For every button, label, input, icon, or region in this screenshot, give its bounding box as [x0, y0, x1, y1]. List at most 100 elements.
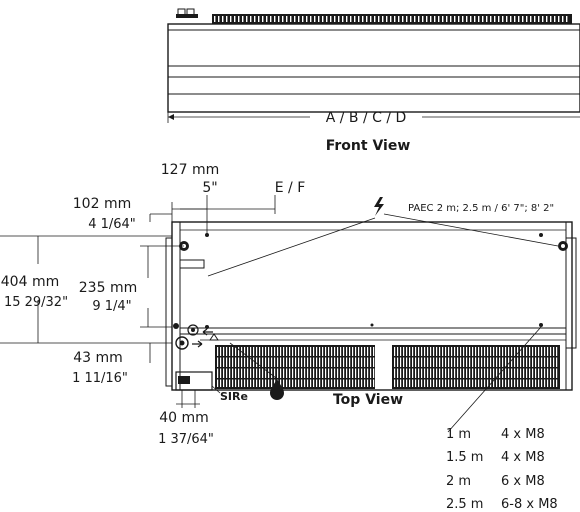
grille-slot	[366, 16, 368, 22]
grille-slot	[218, 16, 220, 22]
top-view-caption: Top View	[333, 392, 403, 408]
grille-slot	[566, 16, 568, 22]
grille-slot	[482, 16, 484, 22]
grille-slot	[454, 16, 456, 22]
fix-point-5	[539, 323, 543, 327]
grille-slot	[554, 16, 556, 22]
grille-slot	[246, 16, 248, 22]
grille-slot	[518, 16, 520, 22]
grille-slot	[522, 16, 524, 22]
grille-slot	[418, 16, 420, 22]
power-leader-left	[207, 217, 376, 277]
grille-slot	[546, 16, 548, 22]
grille-slot	[254, 16, 256, 22]
grille-slot	[550, 16, 552, 22]
grille-slot	[242, 16, 244, 22]
grille-slot	[462, 16, 464, 22]
fix-point-4	[370, 323, 374, 327]
grille-slot	[290, 16, 292, 22]
sire-box	[175, 371, 213, 391]
dim-102-in: 4 1/64"	[88, 217, 136, 232]
grille-slot	[494, 16, 496, 22]
grille-bar	[215, 378, 375, 380]
fixings-screws-3: 6 x M8	[501, 474, 545, 489]
top-bracket-left	[165, 237, 173, 387]
power-label: PAEC 2 m; 2.5 m / 6' 7"; 8' 2"	[408, 203, 554, 214]
grille-slot	[542, 16, 544, 22]
grille-slot	[342, 16, 344, 22]
grille-slot	[338, 16, 340, 22]
fixings-length-4: 2.5 m	[446, 497, 483, 512]
grille-slot	[502, 16, 504, 22]
grille-slot	[538, 16, 540, 22]
grille-slot	[334, 16, 336, 22]
power-leader-right	[383, 213, 559, 247]
front-body	[167, 23, 580, 113]
grille-slot	[258, 16, 260, 22]
front-grille	[212, 14, 572, 24]
dim-102-mm: 102 mm	[73, 196, 131, 212]
dim-43-mm: 43 mm	[73, 350, 123, 366]
fixings-length-3: 2 m	[446, 474, 471, 489]
grille-slot	[358, 16, 360, 22]
grille-slot	[438, 16, 440, 22]
grille-slot	[490, 16, 492, 22]
fix-point-2	[539, 233, 543, 237]
dim-127-in: 5"	[202, 180, 217, 196]
grille-slot	[306, 16, 308, 22]
top-view: SIRe 127 mm 5" E / F 102 mm 4 1/64" 404 …	[0, 162, 577, 447]
grille-slot	[530, 16, 532, 22]
valve-symbol	[209, 333, 219, 341]
grille-slot	[478, 16, 480, 22]
grille-slot	[430, 16, 432, 22]
grille-slot	[394, 16, 396, 22]
grille-slot	[558, 16, 560, 22]
grille-slot	[378, 16, 380, 22]
sire-box-detail	[178, 376, 190, 384]
grille-bar	[215, 356, 375, 358]
grille-slot	[330, 16, 332, 22]
grille-slot	[498, 16, 500, 22]
grille-slot	[274, 16, 276, 22]
grille-bar	[392, 378, 560, 380]
grille-slot	[266, 16, 268, 22]
grille-slot	[354, 16, 356, 22]
grille-slot	[250, 16, 252, 22]
grille-slot	[410, 16, 412, 22]
front-view-caption: Front View	[326, 138, 411, 154]
front-dim-label: A / B / C / D	[326, 110, 407, 126]
grille-slot	[282, 16, 284, 22]
grille-slot	[346, 16, 348, 22]
fixings-screws-2: 4 x M8	[501, 450, 545, 465]
dim-235-mm: 235 mm	[79, 280, 137, 296]
grille-slot	[350, 16, 352, 22]
water-connection-upper	[187, 324, 199, 336]
flow-arrow-out	[192, 340, 203, 348]
grille-slot	[402, 16, 404, 22]
dim-404-in: 15 29/32"	[4, 295, 68, 310]
grille-slot	[414, 16, 416, 22]
grille-slot	[310, 16, 312, 22]
grille-slot	[214, 16, 216, 22]
grille-slot	[318, 16, 320, 22]
flow-arrow-in	[202, 328, 213, 336]
grille-bar	[392, 367, 560, 369]
grille-slot	[278, 16, 280, 22]
dim-ef-label: E / F	[275, 180, 306, 196]
front-dim-arrow	[168, 114, 174, 120]
grille-slot	[286, 16, 288, 22]
grille-slot	[458, 16, 460, 22]
grille-slot	[398, 16, 400, 22]
top-tab	[179, 259, 205, 269]
fix-point-3	[205, 325, 209, 329]
grille-slot	[434, 16, 436, 22]
dim-40-in: 1 37/64"	[158, 432, 214, 447]
grille-slot	[322, 16, 324, 22]
water-drop-icon	[270, 379, 284, 400]
fixings-length-1: 1 m	[446, 427, 471, 442]
dim-235-in: 9 1/4"	[92, 299, 131, 314]
grille-slot	[422, 16, 424, 22]
dim-40-mm: 40 mm	[159, 410, 209, 426]
grille-slot	[382, 16, 384, 22]
